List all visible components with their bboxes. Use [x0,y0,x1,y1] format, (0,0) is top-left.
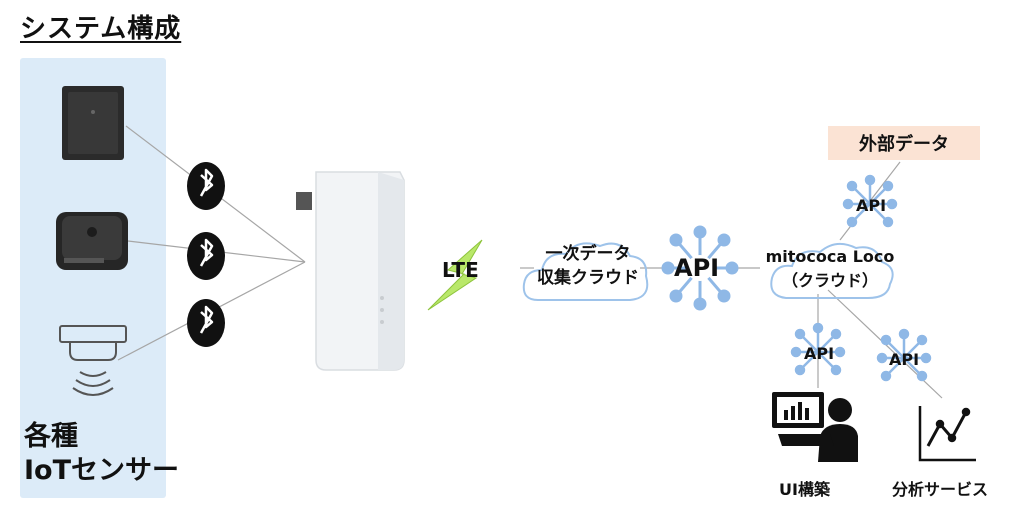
bluetooth-icon [187,162,225,210]
line-chart-icon [918,406,976,462]
mitococa-line2: （クラウド） [781,271,878,290]
external-data-box: 外部データ [828,126,980,160]
page-title: システム構成 [20,14,182,44]
cloud-icon [522,242,649,301]
api-network-icon [842,174,898,228]
primary-cloud-line1: 一次データ [545,244,631,264]
gateway-device-icon [296,171,405,371]
mitococa-label: mitococa Loco （クラウド） [756,245,904,293]
lte-label: LTE [442,258,479,282]
ui-builder-label: UI構築 [779,480,830,499]
primary-cloud-line2: 収集クラウド [537,268,639,288]
api-ui-label: API [804,344,835,363]
cloud-icon [770,242,894,299]
api-analysis-label: API [889,350,920,369]
bluetooth-icon [187,299,225,347]
sensor-caption-line2: IoTセンサー [24,455,180,486]
button-beacon-sensor-icon [56,212,128,270]
api-main-label: API [674,254,720,282]
api-network-icon [790,322,846,376]
sensor-caption: 各種 IoTセンサー [24,420,179,488]
sensor-caption-line1: 各種 [24,421,78,452]
analysis-service-label: 分析サービス [892,480,989,499]
api-network-icon [876,328,932,382]
primary-cloud-label: 一次データ 収集クラウド [522,242,654,290]
api-network-icon [661,225,739,311]
square-tag-sensor-icon [62,86,124,160]
api-external-label: API [856,196,887,215]
bluetooth-icon [187,232,225,280]
mitococa-line1: mitococa Loco [765,247,895,266]
ui-builder-icon [772,392,858,462]
ceiling-sensor-icon [59,325,127,396]
lightning-icon [427,239,483,311]
